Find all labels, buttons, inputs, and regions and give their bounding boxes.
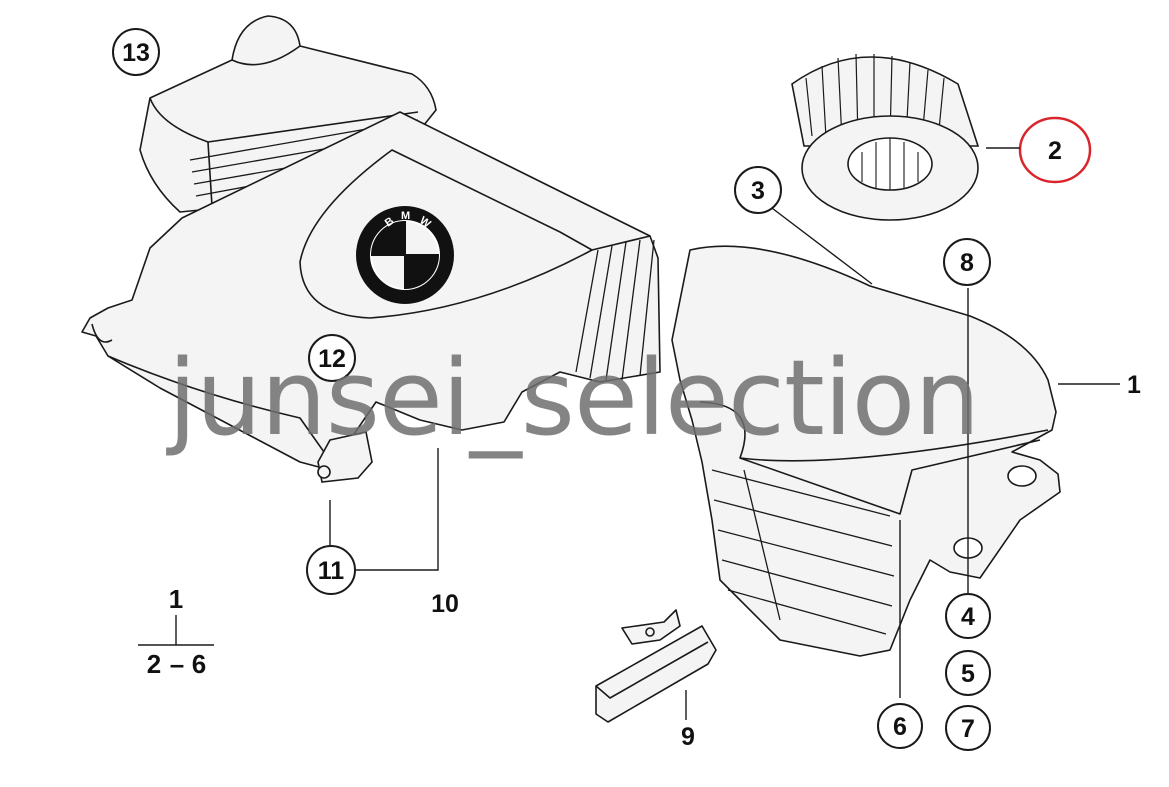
assembly-legend: 1 2 – 6 bbox=[147, 584, 206, 679]
callout-7-label: 7 bbox=[961, 715, 975, 743]
callout-5: 5 bbox=[945, 650, 991, 696]
logo-letter-m: M bbox=[401, 210, 410, 222]
callout-2-label: 2 bbox=[1048, 137, 1062, 165]
intake-duct-part bbox=[139, 15, 437, 213]
callout-4: 4 bbox=[945, 593, 991, 639]
callout-6-label: 6 bbox=[893, 713, 907, 741]
callout-10: 10 bbox=[431, 590, 459, 618]
clip-part bbox=[317, 431, 373, 483]
callout-4-label: 4 bbox=[961, 603, 975, 631]
callout-3: 3 bbox=[734, 166, 782, 214]
callout-11: 11 bbox=[306, 545, 356, 595]
legend-bottom-from: 2 bbox=[147, 649, 161, 679]
callout-10-label: 10 bbox=[431, 590, 459, 618]
callout-11-label: 11 bbox=[318, 557, 345, 585]
callout-6: 6 bbox=[877, 703, 923, 749]
legend-top: 1 bbox=[169, 584, 183, 614]
callout-5-label: 5 bbox=[961, 660, 975, 688]
callout-13-label: 13 bbox=[122, 39, 150, 67]
callout-3-label: 3 bbox=[751, 177, 765, 205]
leader-lines bbox=[138, 147, 1120, 720]
bracket-part bbox=[595, 609, 717, 723]
air-filter-element-part bbox=[791, 53, 980, 221]
callout-1-label: 1 bbox=[1127, 371, 1141, 399]
callout-1: 1 bbox=[1127, 371, 1141, 399]
callout-9: 9 bbox=[681, 723, 695, 751]
callout-12-label: 12 bbox=[318, 345, 346, 373]
bmw-logo: B M W bbox=[356, 206, 454, 304]
highlight-ring bbox=[1018, 116, 1092, 184]
legend-dash: – bbox=[170, 649, 184, 679]
air-filter-housing-part bbox=[671, 245, 1061, 657]
callout-8: 8 bbox=[943, 238, 991, 286]
legend-bottom-to: 6 bbox=[192, 649, 206, 679]
callout-2: 2 bbox=[1048, 137, 1062, 165]
callout-8-label: 8 bbox=[960, 249, 974, 277]
callout-12: 12 bbox=[308, 334, 356, 382]
callout-7: 7 bbox=[945, 705, 991, 751]
callout-9-label: 9 bbox=[681, 723, 695, 751]
callout-13: 13 bbox=[112, 28, 160, 76]
